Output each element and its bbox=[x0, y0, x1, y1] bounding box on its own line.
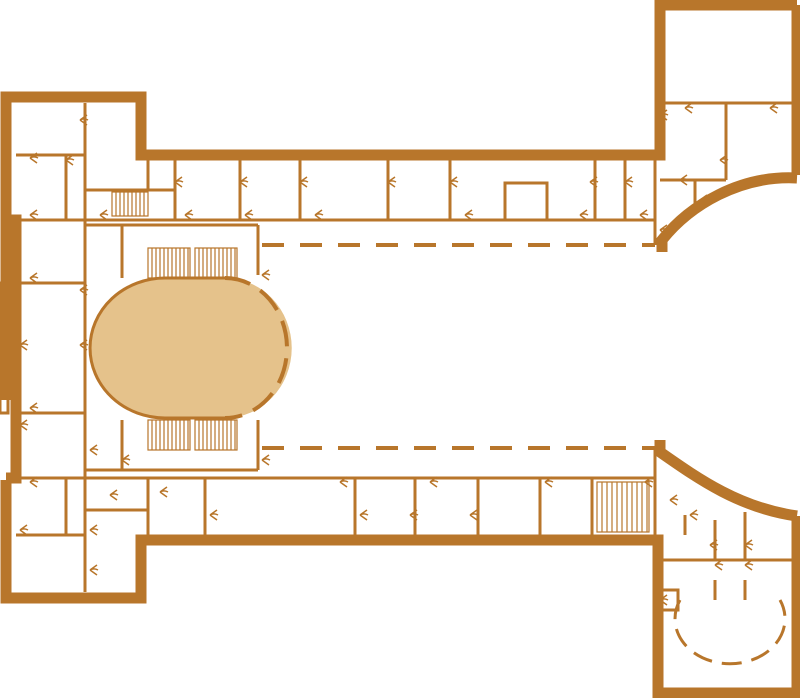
door-icon bbox=[669, 494, 679, 506]
door-icon bbox=[29, 152, 39, 164]
door-icon bbox=[429, 476, 439, 488]
interior-partitions bbox=[16, 101, 797, 592]
central-courtyard bbox=[262, 243, 655, 450]
door-icon bbox=[19, 339, 29, 351]
door-icon bbox=[679, 174, 689, 186]
doors bbox=[19, 102, 779, 606]
door-icon bbox=[409, 509, 419, 521]
stair-top-right bbox=[194, 247, 238, 279]
stair-upper-hall bbox=[111, 191, 149, 217]
door-icon bbox=[159, 486, 169, 498]
staircases bbox=[111, 191, 650, 533]
door-icon bbox=[659, 224, 669, 236]
door-icon bbox=[65, 154, 75, 166]
stair-lower-right bbox=[596, 481, 650, 533]
door-icon bbox=[469, 509, 479, 521]
door-icon bbox=[464, 209, 474, 221]
door-icon bbox=[769, 102, 779, 114]
door-icon bbox=[79, 114, 89, 126]
door-icon bbox=[699, 194, 709, 206]
door-icon bbox=[19, 524, 29, 536]
door-icon bbox=[639, 209, 649, 221]
door-icon bbox=[79, 284, 89, 296]
stair-top-left bbox=[147, 247, 191, 279]
door-icon bbox=[659, 109, 669, 121]
door-icon bbox=[314, 209, 324, 221]
door-icon bbox=[29, 209, 39, 221]
door-icon bbox=[644, 476, 654, 488]
stair-bottom-right bbox=[194, 419, 238, 451]
door-icon bbox=[29, 272, 39, 284]
door-icon bbox=[709, 539, 719, 551]
door-icon bbox=[184, 209, 194, 221]
stair-bottom-left bbox=[147, 419, 191, 451]
door-icon bbox=[244, 209, 254, 221]
door-icon bbox=[29, 476, 39, 488]
door-icon bbox=[544, 476, 554, 488]
door-icon bbox=[589, 176, 599, 188]
door-icon bbox=[624, 176, 634, 188]
door-icon bbox=[359, 509, 369, 521]
door-icon bbox=[99, 209, 109, 221]
door-icon bbox=[744, 559, 754, 571]
door-icon bbox=[339, 476, 349, 488]
door-icon bbox=[579, 209, 589, 221]
door-icon bbox=[89, 564, 99, 576]
door-icon bbox=[89, 524, 99, 536]
door-icon bbox=[89, 444, 99, 456]
curved-wings bbox=[658, 580, 787, 666]
door-icon bbox=[684, 102, 694, 114]
door-icon bbox=[261, 454, 271, 466]
door-icon bbox=[79, 339, 89, 351]
door-icon bbox=[29, 402, 39, 414]
door-icon bbox=[689, 509, 699, 521]
door-icon bbox=[449, 176, 459, 188]
door-icon bbox=[261, 269, 271, 281]
door-icon bbox=[209, 509, 219, 521]
door-icon bbox=[744, 539, 754, 551]
door-icon bbox=[239, 176, 249, 188]
door-icon bbox=[19, 419, 29, 431]
door-icon bbox=[714, 559, 724, 571]
door-icon bbox=[719, 154, 729, 166]
door-icon bbox=[109, 489, 119, 501]
door-icon bbox=[121, 454, 131, 466]
oval-hall bbox=[88, 276, 292, 420]
door-icon bbox=[387, 176, 397, 188]
door-icon bbox=[299, 176, 309, 188]
door-icon bbox=[174, 176, 184, 188]
